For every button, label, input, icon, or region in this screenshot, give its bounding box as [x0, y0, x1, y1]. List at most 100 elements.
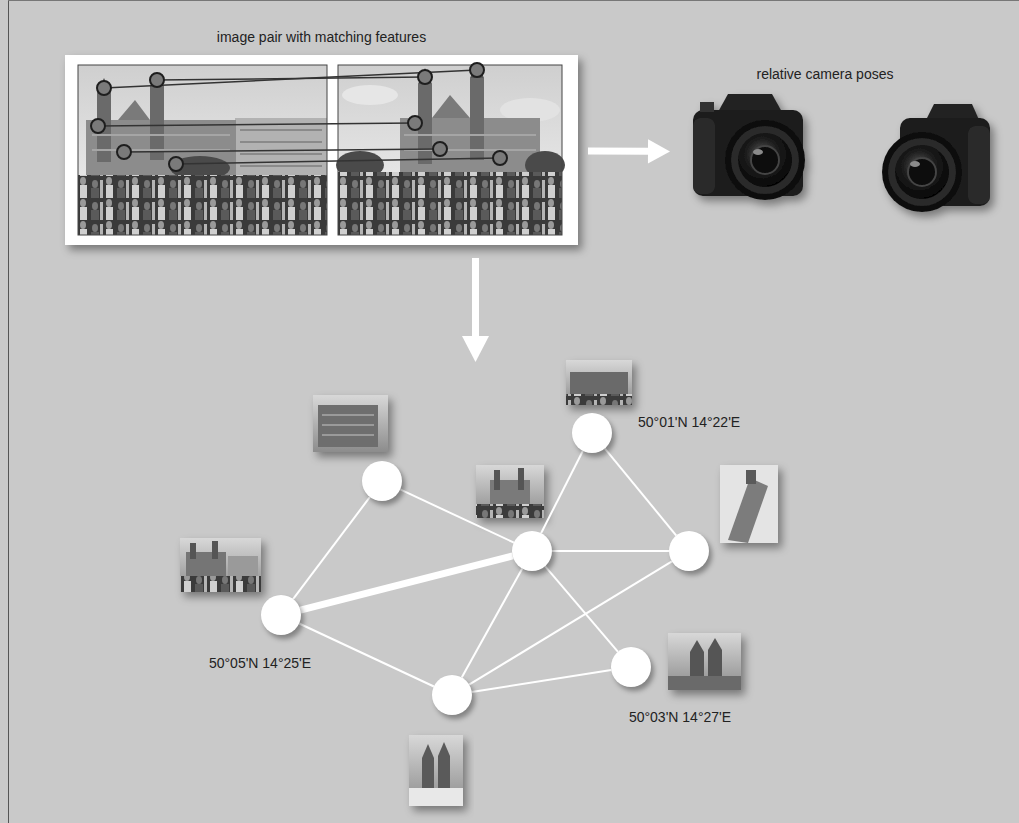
thumbnail-part — [313, 395, 388, 452]
camera-icon-part — [693, 118, 715, 194]
feature-points-part — [408, 116, 422, 130]
coordinate-label: 50°01'N 14°22'E — [638, 414, 740, 431]
location-node: 50°03'N 14°27'E — [611, 647, 651, 687]
thumbnail-part — [720, 465, 778, 543]
illustration-part — [8, 0, 1019, 1]
graph-edge — [605, 448, 677, 535]
camera-icon-part — [968, 126, 990, 204]
thumbnail-part — [318, 405, 378, 447]
thumbnail-part — [180, 576, 261, 592]
left-photo-part — [240, 130, 322, 166]
camera-icon-part — [751, 146, 779, 174]
right-photo-part — [470, 62, 484, 78]
illustration-part — [8, 0, 9, 823]
down-arrow-part — [462, 336, 489, 362]
thumbnail-part — [409, 788, 463, 806]
thumbnail-part — [476, 465, 544, 518]
right-photo — [336, 62, 565, 235]
camera-icon — [882, 104, 990, 212]
thumbnail-part — [690, 640, 704, 676]
thumbnail-part — [190, 543, 196, 559]
camera-icon-part — [725, 120, 805, 200]
section-heading: relative camera poses — [757, 66, 894, 83]
location-node: 50°05'N 14°25'E — [261, 595, 301, 635]
thumbnail — [180, 538, 261, 592]
feature-points-part — [418, 70, 432, 84]
graph-edge — [293, 497, 370, 599]
feature-matches-part — [157, 77, 425, 80]
thumbnail-part — [746, 470, 756, 484]
right-photo-part — [404, 135, 536, 150]
thumbnail-part — [409, 735, 463, 806]
thumbnail — [476, 465, 544, 518]
location-node: 50°01'N 14°22'E — [572, 413, 612, 453]
feature-points-part — [150, 73, 164, 87]
graph-edge — [462, 568, 523, 677]
left-photo-part — [78, 175, 327, 235]
thumbnail — [566, 360, 632, 405]
thumbnail-part — [438, 742, 450, 790]
thumbnail-part — [728, 478, 768, 543]
location-node — [669, 531, 709, 571]
camera-icon-part — [908, 158, 936, 186]
right-photo-part — [432, 95, 470, 118]
feature-matches-part — [104, 70, 477, 88]
graph-edge — [299, 623, 434, 686]
feature-matches — [98, 70, 500, 164]
coordinate-label: 50°05'N 14°25'E — [209, 655, 311, 672]
feature-points-part — [97, 81, 111, 95]
thumbnail-part — [518, 468, 524, 490]
graph-edge — [472, 670, 611, 692]
down-arrow-part — [472, 258, 479, 338]
thumbnail-part — [708, 638, 722, 676]
camera-icon — [693, 94, 805, 200]
thumbnail — [720, 465, 778, 543]
thumbnail-part — [494, 470, 500, 490]
camera-icon-part — [700, 102, 714, 112]
camera-icon-part — [882, 132, 962, 212]
thumbnail-part — [566, 394, 632, 405]
left-photo-part — [235, 118, 327, 180]
left-photo-part — [118, 100, 150, 120]
coordinate-label: 50°03'N 14°27'E — [629, 709, 731, 726]
camera-icon-part — [753, 149, 763, 155]
camera-icon-part — [895, 145, 949, 199]
thumbnail-part — [322, 415, 374, 435]
thumbnail-part — [566, 360, 632, 405]
location-node — [512, 531, 552, 571]
right-photo-part — [342, 85, 398, 105]
thumbnail-part — [476, 504, 544, 518]
image-pair-box: image pair with matching features — [65, 55, 578, 245]
feature-matches-part — [124, 149, 440, 152]
left-photo-part — [150, 86, 164, 160]
feature-points-part — [493, 151, 507, 165]
thumbnail-part — [668, 676, 741, 690]
thumbnail-part — [668, 633, 741, 690]
feature-points-part — [169, 157, 183, 171]
camera-icon-part — [738, 133, 792, 187]
left-photo-part — [150, 72, 164, 86]
arrow-head — [648, 139, 670, 163]
thumbnail — [409, 735, 463, 806]
left-photo-part — [92, 135, 230, 150]
location-node — [362, 461, 402, 501]
location-node — [432, 675, 472, 715]
thumbnail-part — [422, 744, 434, 790]
feature-points-part — [433, 142, 447, 156]
graph-edge — [400, 489, 514, 542]
thumbnail-part — [570, 372, 628, 394]
section-heading: image pair with matching features — [217, 29, 426, 46]
thumbnail-part — [228, 556, 258, 576]
camera-icon-part — [693, 110, 803, 196]
camera-icon-part — [888, 138, 956, 206]
right-photo-part — [338, 172, 562, 235]
thumbnail-part — [180, 538, 261, 592]
graph-edge — [541, 451, 583, 533]
flow-arrow — [588, 148, 650, 155]
down-arrow — [462, 258, 489, 362]
illustration-part — [65, 55, 578, 245]
thumbnail — [313, 395, 388, 452]
feature-points-part — [470, 63, 484, 77]
